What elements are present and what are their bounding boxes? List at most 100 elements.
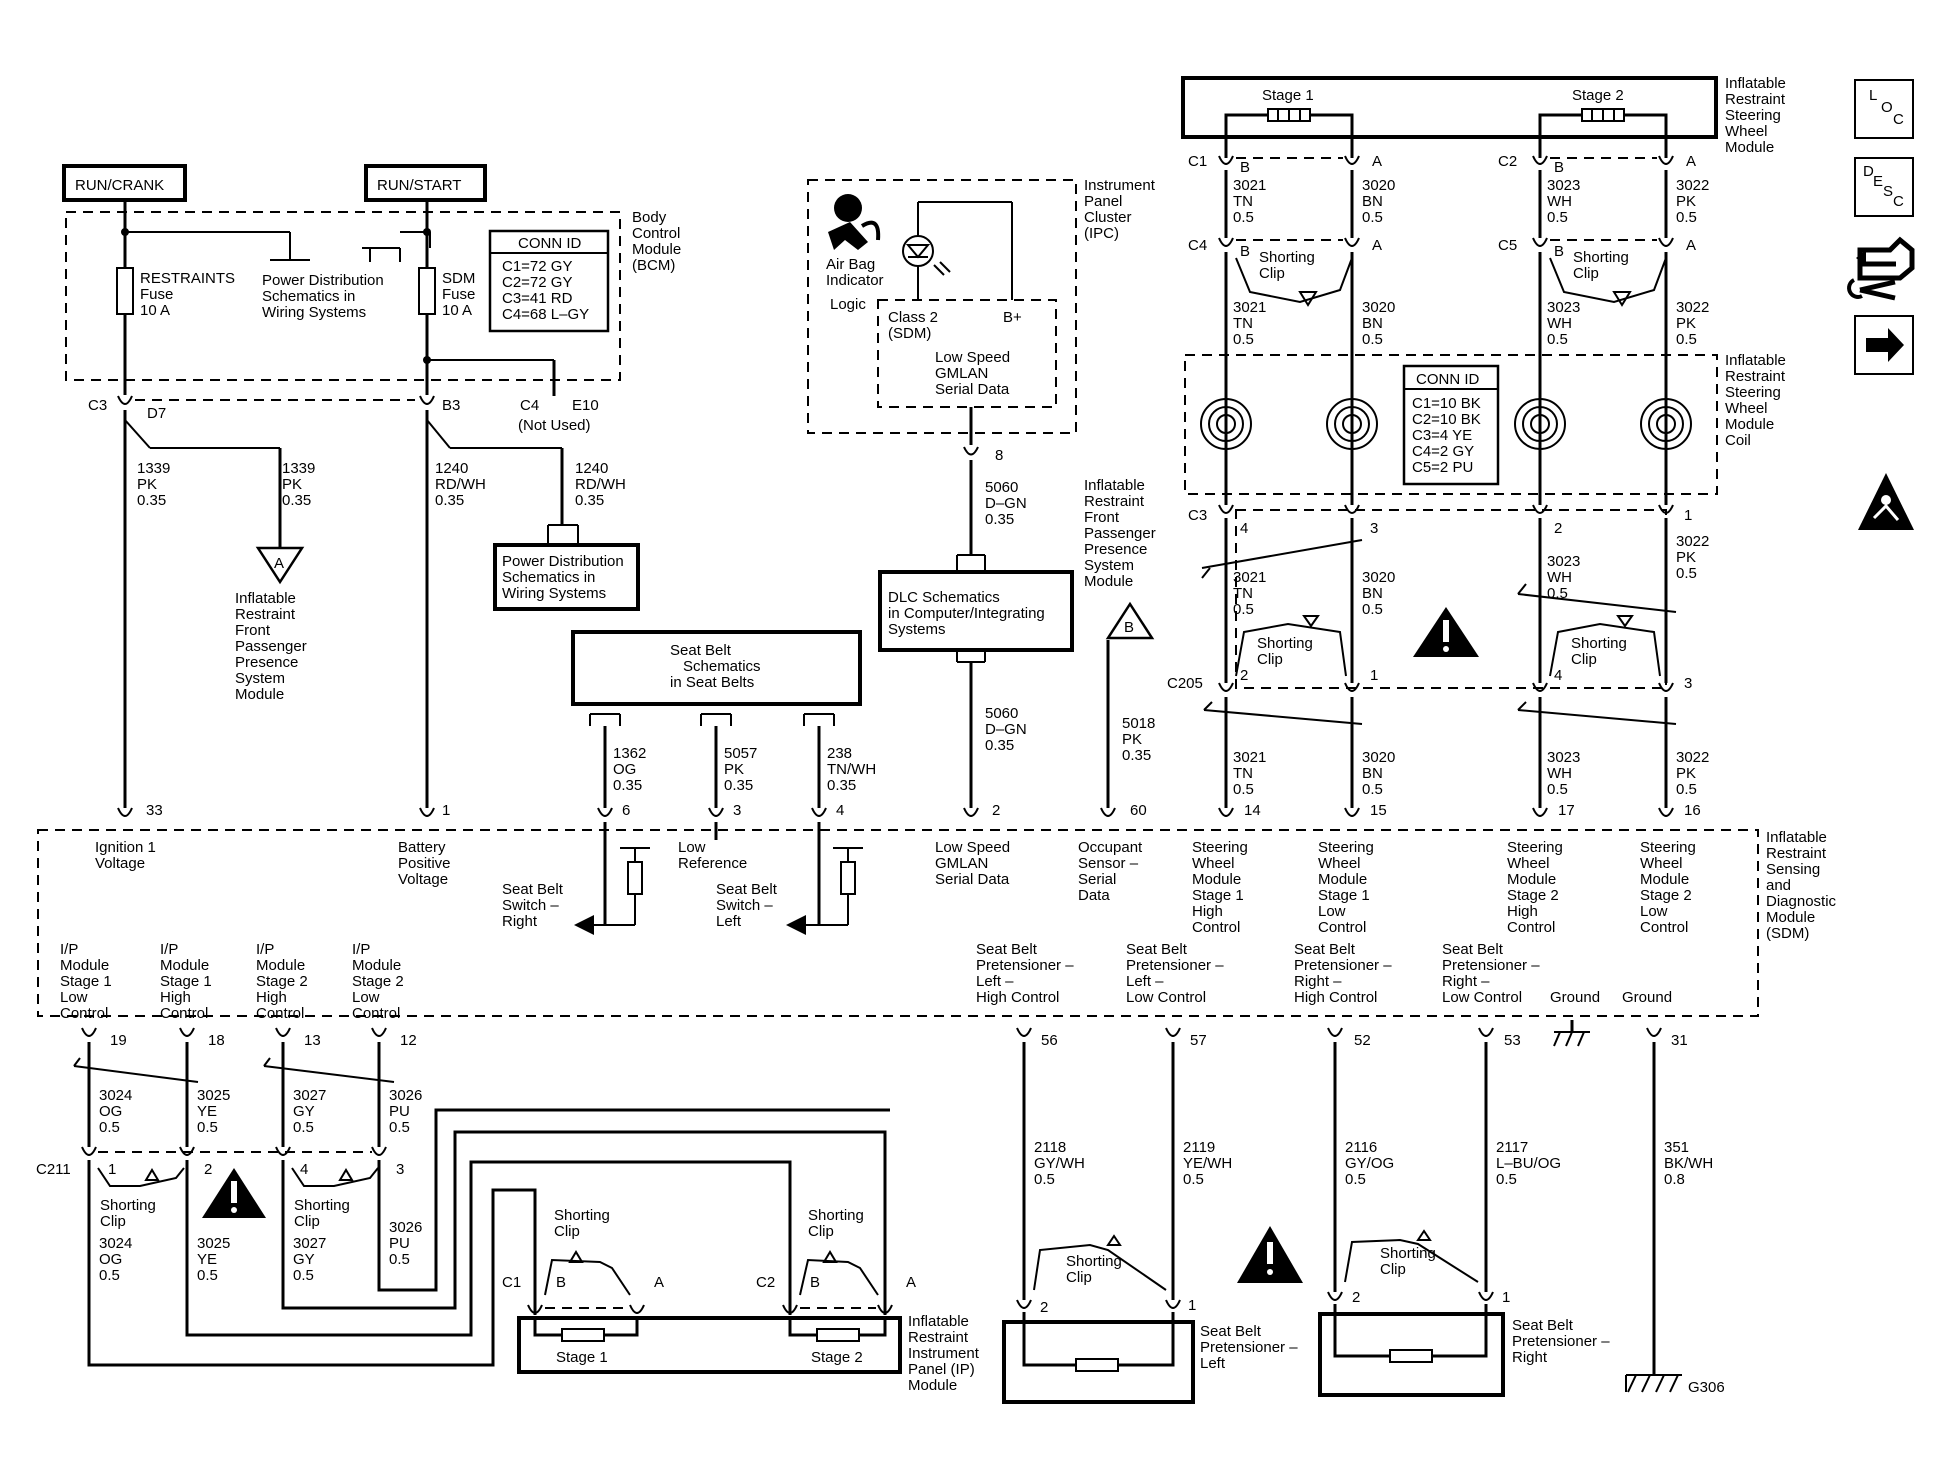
ref-box-text: Schematics in [502,569,595,586]
pin-label: B [1240,243,1250,260]
svg-text:0.5: 0.5 [1233,781,1254,798]
svg-text:3022: 3022 [1676,177,1709,194]
wire-label-5060-lower: 5060 D–GN 0.35 [985,705,1027,754]
connector-end-view-icon[interactable] [1856,236,1915,281]
svg-text:High Control: High Control [1294,989,1377,1006]
svg-text:3022: 3022 [1676,533,1709,550]
svg-text:Low: Low [1318,903,1346,920]
svg-text:Switch –: Switch – [502,897,559,914]
ip-module-label: Inflatable Restraint Instrument Panel (I… [908,1313,980,1394]
svg-text:1240: 1240 [435,460,468,477]
svg-text:BN: BN [1362,193,1383,210]
svg-text:Stage 1: Stage 1 [1318,887,1370,904]
ref-box-text: Power Distribution [502,553,624,570]
svg-text:3024: 3024 [99,1087,132,1104]
power-distribution-ref-box[interactable] [493,543,640,611]
connector-label: B3 [442,397,460,414]
svg-text:Cluster: Cluster [1084,209,1132,226]
svg-text:System: System [235,670,285,687]
location-button[interactable]: L O C [1854,79,1914,139]
shorting-clip-label: Clip [1066,1269,1092,1286]
svg-text:12: 12 [400,1032,417,1049]
svg-text:Seat Belt: Seat Belt [716,881,778,898]
seat-belt-ref-box[interactable] [571,630,862,706]
svg-text:Panel: Panel [1084,193,1122,210]
connector-label: C2 [756,1274,775,1291]
svg-text:56: 56 [1041,1032,1058,1049]
svg-text:15: 15 [1370,802,1387,819]
svg-text:L: L [1869,87,1877,104]
warning-icon [1413,607,1479,657]
svg-text:Module: Module [908,1377,957,1394]
svg-text:5060: 5060 [985,479,1018,496]
svg-text:3020: 3020 [1362,299,1395,316]
svg-text:Ignition 1: Ignition 1 [95,839,156,856]
svg-text:Stage 2: Stage 2 [1640,887,1692,904]
svg-text:18: 18 [208,1032,225,1049]
connector-b3 [419,395,435,405]
svg-text:YE/WH: YE/WH [1183,1155,1232,1172]
pin-label: 4 [300,1161,308,1178]
svg-text:31: 31 [1671,1032,1688,1049]
svg-text:Seat Belt: Seat Belt [1512,1317,1574,1334]
svg-text:RESTRAINTS: RESTRAINTS [140,270,235,287]
bcm-module-boundary [65,211,621,381]
svg-text:E: E [1873,173,1883,190]
svg-text:3023: 3023 [1547,299,1580,316]
svg-text:GY/OG: GY/OG [1345,1155,1394,1172]
svg-text:WH: WH [1547,765,1572,782]
svg-text:0.35: 0.35 [137,492,166,509]
svg-text:BN: BN [1362,315,1383,332]
svg-text:Stage 1: Stage 1 [60,973,112,990]
off-page-ref-a [255,546,305,585]
steering-wheel-module-box [1181,76,1718,139]
pin-label: B [556,1274,566,1291]
svg-text:Passenger: Passenger [235,638,307,655]
airbag-warning-icon[interactable] [1858,473,1914,530]
shorting-clip-label: Clip [100,1213,126,1230]
svg-text:Module: Module [60,957,109,974]
ref-box-text: in Seat Belts [670,674,754,691]
description-button[interactable]: D E S C [1854,157,1914,217]
svg-text:PU: PU [389,1103,410,1120]
wrench-icon[interactable] [1847,278,1896,301]
svg-text:Data: Data [1078,887,1110,904]
svg-text:Right –: Right – [1442,973,1490,990]
svg-text:10 A: 10 A [442,302,472,319]
svg-text:0.5: 0.5 [1233,209,1254,226]
dlc-ref-box[interactable] [878,570,1074,652]
svg-text:Module: Module [352,957,401,974]
svg-text:Module: Module [1318,871,1367,888]
stage1-label: Stage 1 [556,1349,608,1366]
svg-text:17: 17 [1558,802,1575,819]
svg-text:Inflatable: Inflatable [1725,352,1786,369]
svg-text:OG: OG [613,761,636,778]
svg-text:0.35: 0.35 [1122,747,1151,764]
shorting-clip-label: Clip [1380,1261,1406,1278]
bcm-conn-id-row: C3=41 RD [502,290,573,307]
ref-b-letter: B [1124,619,1134,636]
c205-region [1235,509,1667,689]
pin-label: A [1686,237,1696,254]
airbag-indicator-label: Indicator [826,272,884,289]
svg-text:Module: Module [1725,139,1774,156]
svg-text:3022: 3022 [1676,299,1709,316]
sdm-module-boundary [37,829,1759,1017]
next-arrow-button[interactable] [1854,315,1914,375]
svg-text:0.5: 0.5 [1676,565,1697,582]
steering-coil-label: Inflatable Restraint Steering Wheel Modu… [1725,352,1786,449]
svg-text:Control: Control [1192,919,1240,936]
run-start-label: RUN/START [377,177,461,194]
svg-text:1: 1 [1188,1297,1196,1314]
svg-text:0.5: 0.5 [99,1267,120,1284]
svg-text:Pretensioner –: Pretensioner – [976,957,1074,974]
svg-text:TN: TN [1233,585,1253,602]
c211-connector [81,1146,387,1187]
svg-text:PK: PK [1676,549,1696,566]
pin-label: 1 [1684,507,1692,524]
